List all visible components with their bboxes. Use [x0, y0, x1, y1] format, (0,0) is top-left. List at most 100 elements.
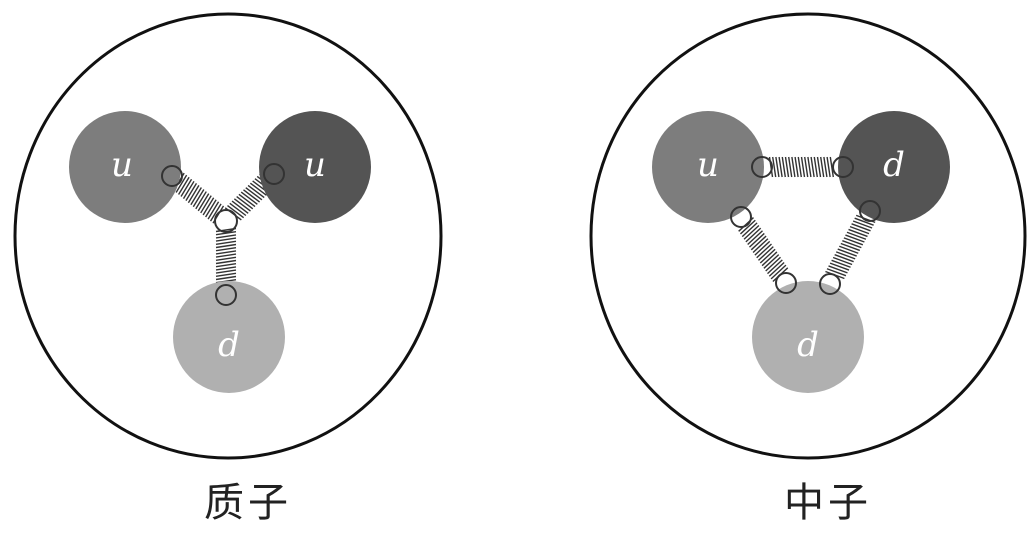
spring-coil [768, 261, 785, 277]
spring-coil [233, 198, 251, 212]
spring-coil [227, 204, 245, 219]
spring-coil [784, 156, 790, 178]
spring-coil [190, 187, 202, 206]
spring-coil [177, 176, 190, 195]
neutron-quark-d-bottom [752, 281, 864, 393]
proton-diagram: u u d [13, 12, 443, 460]
spring-coil [175, 174, 188, 193]
spring-coil [837, 248, 857, 257]
spring-coil [215, 240, 237, 245]
spring-coil [846, 231, 867, 240]
spring-coil [743, 224, 760, 240]
proton-quark-u-right [259, 111, 371, 223]
spring-coil [185, 182, 198, 202]
spring-coil [826, 156, 831, 178]
spring-coil [215, 275, 237, 281]
spring-coil [205, 199, 217, 218]
spring-coil [832, 256, 853, 266]
spring-coil [215, 266, 237, 271]
spring-coil [829, 156, 834, 178]
spring-coil [236, 196, 254, 210]
neutron-spring-u-d-bottom [738, 217, 789, 283]
spring-coil [231, 200, 249, 214]
spring-coil [835, 251, 856, 260]
spring-coil [215, 234, 237, 239]
spring-coil [215, 231, 237, 236]
spring-coil [215, 272, 237, 277]
spring-coil [807, 156, 812, 178]
spring-coil [741, 222, 758, 238]
spring-coil [842, 240, 862, 249]
junction-ring [215, 284, 237, 306]
spring-coil [829, 262, 850, 271]
spring-coil [761, 251, 778, 267]
proton-junction-rings [161, 163, 285, 306]
proton-boundary [13, 12, 443, 460]
neutron-junction-rings [730, 156, 881, 295]
spring-coil [215, 259, 237, 265]
neutron-quark-u-label: u [697, 145, 719, 185]
spring-coil [775, 156, 780, 178]
spring-coil [758, 246, 774, 261]
proton-caption: 质子 [204, 480, 292, 526]
proton-gluon-springs [173, 172, 277, 287]
spring-coil [249, 182, 267, 196]
spring-coil [215, 237, 237, 242]
neutron-quark-u [652, 111, 764, 223]
spring-coil [745, 227, 762, 243]
spring-coil [810, 156, 815, 178]
spring-coil [200, 195, 212, 214]
spring-coil [739, 219, 756, 235]
spring-coil [797, 156, 802, 178]
proton-quark-u-left-label: u [111, 145, 133, 185]
spring-coil [195, 191, 207, 210]
spring-coil [182, 180, 195, 199]
spring-coil [826, 268, 847, 277]
spring-coil [240, 191, 258, 205]
proton-quark-u-right-label: u [304, 145, 326, 185]
spring-coil [823, 156, 828, 178]
junction-ring [214, 209, 238, 233]
spring-coil [852, 220, 873, 229]
junction-ring [161, 165, 183, 187]
neutron-spring-d-d-bottom [825, 214, 876, 280]
spring-coil [756, 243, 772, 259]
spring-coil [215, 243, 237, 249]
spring-coil [247, 184, 265, 199]
spring-coil [180, 178, 193, 197]
spring-coil [849, 225, 870, 235]
spring-coil [854, 217, 874, 226]
spring-coil [238, 193, 256, 208]
spring-coil [791, 156, 796, 178]
proton-quark-d [173, 281, 285, 393]
spring-coil [750, 235, 767, 251]
spring-coil [215, 253, 237, 258]
spring-coil [794, 156, 799, 178]
spring-coil [804, 156, 809, 178]
neutron-diagram: u d d [589, 12, 1027, 460]
spring-coil [202, 197, 215, 216]
spring-coil [748, 232, 765, 248]
junction-ring [859, 200, 881, 222]
junction-ring [263, 163, 285, 185]
spring-coil [747, 230, 763, 246]
neutron-quark-d-right-label: d [883, 145, 905, 185]
spring-coil [215, 256, 237, 261]
spring-coil [754, 240, 771, 256]
spring-coil [828, 265, 848, 274]
spring-coil [816, 156, 822, 178]
spring-coil [834, 254, 854, 263]
spring-coil [788, 156, 793, 178]
spring-coil [772, 156, 777, 178]
neutron-boundary [589, 12, 1027, 460]
spring-coil [848, 228, 868, 238]
spring-coil [752, 238, 769, 253]
spring-coil [763, 254, 780, 269]
spring-coil [781, 156, 786, 178]
spring-coil [229, 202, 247, 217]
junction-ring [751, 156, 773, 178]
spring-coil [207, 201, 220, 220]
spring-coil [800, 156, 806, 178]
spring-coil [243, 189, 261, 203]
junction-ring [730, 206, 752, 228]
